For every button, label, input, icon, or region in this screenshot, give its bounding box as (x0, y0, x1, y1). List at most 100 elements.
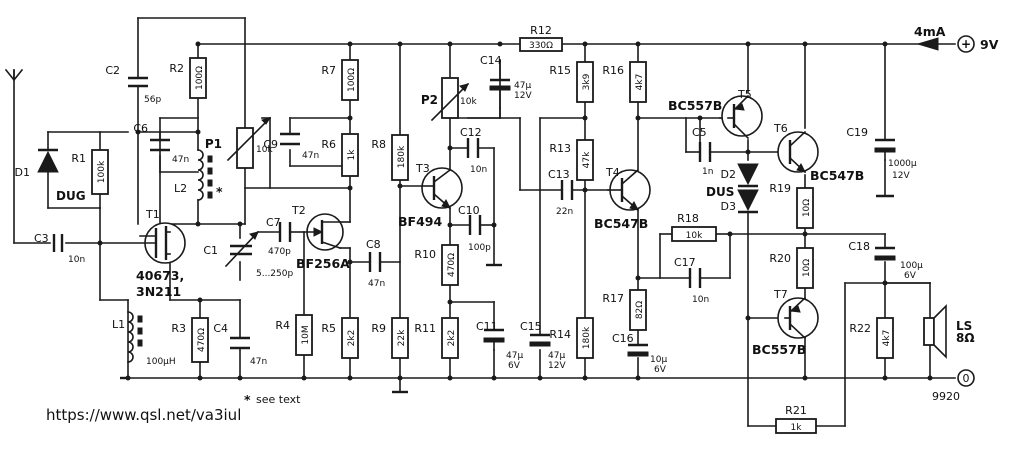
svg-text:C15: C15 (520, 320, 542, 333)
svg-text:12V: 12V (548, 361, 566, 371)
capacitor-c9: C9 47n (263, 132, 319, 161)
svg-text:C6: C6 (133, 122, 148, 135)
svg-text:56p: 56p (144, 95, 161, 105)
capacitor-c10: C10 100p (458, 204, 491, 253)
svg-text:10n: 10n (692, 295, 709, 305)
svg-text:10Ω: 10Ω (802, 199, 812, 217)
svg-text:R22: R22 (849, 322, 871, 335)
transistor-t5: T5 BC557B (668, 88, 763, 140)
svg-text:BC557B: BC557B (668, 98, 722, 113)
svg-text:C13: C13 (548, 168, 570, 181)
capacitor-c12: C12 10n (460, 126, 487, 175)
svg-text:100µ: 100µ (900, 261, 923, 271)
svg-text:1n: 1n (702, 167, 713, 177)
transistor-t4: T4 BC547B (594, 166, 651, 231)
speaker-icon: LS 8Ω (923, 304, 975, 359)
svg-text:10µ: 10µ (650, 355, 667, 365)
svg-text:3N211: 3N211 (136, 284, 181, 299)
svg-text:C8: C8 (366, 238, 381, 251)
svg-text:100Ω: 100Ω (347, 68, 357, 92)
svg-text:*: * (216, 184, 223, 199)
resistor-r3: 470Ω R3 (171, 317, 209, 363)
capacitor-c3: C3 10n (34, 232, 85, 265)
inductor-l2: L2 * (174, 149, 223, 201)
svg-text:47n: 47n (368, 279, 385, 289)
svg-text:R19: R19 (769, 182, 791, 195)
svg-text:47n: 47n (172, 155, 189, 165)
svg-text:100µH: 100µH (146, 357, 176, 367)
svg-text:82Ω: 82Ω (635, 301, 645, 319)
svg-text:C17: C17 (674, 256, 696, 269)
svg-text:180k: 180k (582, 326, 592, 349)
svg-text:R20: R20 (769, 252, 791, 265)
resistor-r17: 82Ω R17 (602, 289, 647, 331)
svg-text:47n: 47n (302, 151, 319, 161)
antenna-icon (4, 68, 24, 82)
supply-current-arrow: 4mA (914, 24, 946, 51)
svg-text:DUG: DUG (56, 189, 86, 203)
transistor-t7: T7 BC557B (752, 288, 819, 357)
svg-text:C12: C12 (460, 126, 482, 139)
svg-text:47µ: 47µ (506, 351, 523, 361)
resistor-r19: 10Ω R19 (769, 182, 814, 229)
svg-text:BF494: BF494 (398, 214, 442, 229)
svg-text:R1: R1 (71, 152, 86, 165)
svg-text:C19: C19 (846, 126, 868, 139)
resistor-r6: 1k R6 (321, 133, 359, 177)
svg-text:470Ω: 470Ω (447, 253, 457, 277)
ground-stubs (120, 263, 502, 394)
svg-text:2k2: 2k2 (347, 330, 357, 347)
svg-text:10k: 10k (460, 97, 477, 107)
junction-dots (97, 41, 933, 381)
svg-text:R6: R6 (321, 138, 336, 151)
svg-text:6V: 6V (654, 365, 667, 375)
svg-text:47µ: 47µ (514, 81, 531, 91)
svg-text:4mA: 4mA (914, 24, 946, 39)
capacitor-c6: C6 47n (133, 122, 189, 165)
svg-text:R18: R18 (677, 212, 699, 225)
source-url[interactable]: https://www.qsl.net/va3iul (46, 406, 242, 424)
resistor-r14: 180k R14 (549, 317, 594, 359)
supply-terminal-plus: + 9V (957, 35, 999, 53)
resistor-r16: 4k7 R16 (602, 61, 647, 103)
svg-text:C1: C1 (203, 244, 218, 257)
svg-text:4k7: 4k7 (882, 330, 892, 347)
svg-text:T2: T2 (291, 204, 306, 217)
svg-text:P1: P1 (205, 137, 222, 151)
resistor-r18: 10k R18 (671, 212, 717, 242)
svg-text:C11: C11 (476, 320, 498, 333)
capacitor-c8: C8 47n (366, 238, 385, 289)
svg-text:6V: 6V (904, 271, 917, 281)
svg-text:10k: 10k (256, 145, 273, 155)
svg-text:R13: R13 (549, 142, 571, 155)
svg-text:9V: 9V (980, 37, 999, 52)
svg-text:22k: 22k (397, 329, 407, 346)
svg-text:BC557B: BC557B (752, 342, 806, 357)
resistor-r15: 3k9 R15 (549, 61, 594, 103)
svg-text:2k2: 2k2 (447, 330, 457, 347)
resistor-r8: 180k R8 (371, 134, 409, 181)
svg-text:T5: T5 (737, 88, 752, 101)
capacitor-c7: C7 470p (266, 216, 292, 257)
svg-text:330Ω: 330Ω (529, 41, 553, 51)
svg-text:5...250p: 5...250p (256, 269, 293, 279)
svg-text:C5: C5 (692, 126, 707, 139)
footnote-mark: * (244, 392, 251, 407)
svg-text:1k: 1k (347, 149, 357, 161)
capacitor-c4: C4 47n (213, 322, 267, 367)
svg-text:T3: T3 (415, 162, 430, 175)
svg-text:22n: 22n (556, 207, 573, 217)
potentiometer-p1: P1 10k (205, 116, 273, 169)
capacitor-c19: C19 1000µ 12V (846, 126, 917, 198)
svg-text:R12: R12 (530, 24, 552, 37)
svg-text:BC547B: BC547B (810, 168, 864, 183)
svg-text:C4: C4 (213, 322, 228, 335)
svg-text:4k7: 4k7 (635, 74, 645, 91)
inductor-l1: L1 100µH (112, 311, 176, 367)
resistor-r12: 330Ω R12 (519, 24, 563, 52)
capacitor-c15: C15 47µ 12V (520, 320, 566, 371)
svg-text:R10: R10 (414, 248, 436, 261)
svg-text:R21: R21 (785, 404, 807, 417)
svg-text:1k: 1k (791, 423, 803, 433)
svg-text:0: 0 (963, 372, 970, 385)
